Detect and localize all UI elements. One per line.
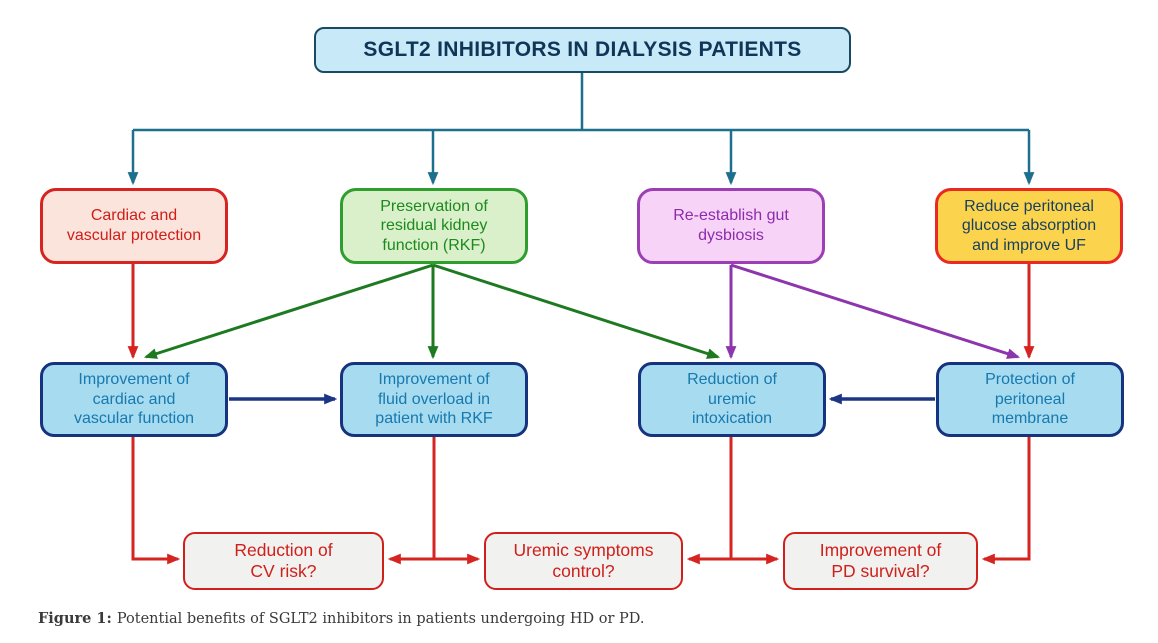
benefit-label-peritoneal: Reduce peritoneal glucose absorption and… [961, 197, 1097, 254]
outcome-box-uremic-symptoms: Uremic symptoms control? [484, 532, 683, 590]
mechanism-label-fluid-overload: Improvement of fluid overload in patient… [375, 371, 493, 428]
outcome-label-uremic-symptoms: Uremic symptoms control? [513, 539, 654, 581]
benefit-label-cardiac: Cardiac and vascular protection [66, 207, 202, 244]
mechanism-box-fluid-overload: Improvement of fluid overload in patient… [340, 362, 528, 437]
arrow-membrane-to-pd-survival [981, 437, 1031, 565]
mechanism-box-peritoneal-membrane: Protection of peritoneal membrane [936, 362, 1124, 437]
outcome-label-cv-risk: Reduction of CV risk? [234, 539, 333, 581]
outcome-box-pd-survival: Improvement of PD survival? [783, 532, 978, 590]
caption-text: Potential benefits of SGLT2 inhibitors i… [116, 611, 645, 627]
benefit-box-peritoneal-glucose: Reduce peritoneal glucose absorption and… [935, 188, 1123, 264]
title-label: SGLT2 INHIBITORS IN DIALYSIS PATIENTS [363, 38, 802, 62]
outcome-box-cv-risk: Reduction of CV risk? [183, 532, 384, 590]
benefit-box-rkf-preservation: Preservation of residual kidney function… [340, 188, 528, 264]
mechanism-label-uremic-intoxication: Reduction of uremic intoxication [687, 371, 777, 428]
arrow-rkf-to-cardiac-function [143, 263, 434, 359]
mechanism-box-cardiac-function: Improvement of cardiac and vascular func… [40, 362, 228, 437]
benefit-label-gut: Re-establish gut dysbiosis [673, 207, 789, 244]
mechanism-box-uremic-intoxication: Reduction of uremic intoxication [638, 362, 826, 437]
arrow-rkf-to-uremic-intoxication [432, 263, 721, 359]
caption-prefix: Figure 1: [38, 610, 112, 627]
arrow-gut-to-membrane [730, 263, 1021, 359]
mechanism-label-peritoneal-membrane: Protection of peritoneal membrane [985, 371, 1075, 428]
benefit-label-rkf: Preservation of residual kidney function… [380, 197, 488, 254]
figure-caption: Figure 1:Potential benefits of SGLT2 inh… [38, 610, 645, 627]
arrow-cardiac-function-to-cv-risk [131, 437, 181, 565]
title-box: SGLT2 INHIBITORS IN DIALYSIS PATIENTS [314, 27, 851, 73]
benefit-box-gut-dysbiosis: Re-establish gut dysbiosis [637, 188, 825, 264]
mechanism-label-cardiac-function: Improvement of cardiac and vascular func… [73, 371, 195, 428]
benefit-box-cardiac-vascular-protection: Cardiac and vascular protection [40, 188, 228, 264]
connector-title-stem [133, 73, 1029, 132]
outcome-label-pd-survival: Improvement of PD survival? [819, 539, 942, 581]
